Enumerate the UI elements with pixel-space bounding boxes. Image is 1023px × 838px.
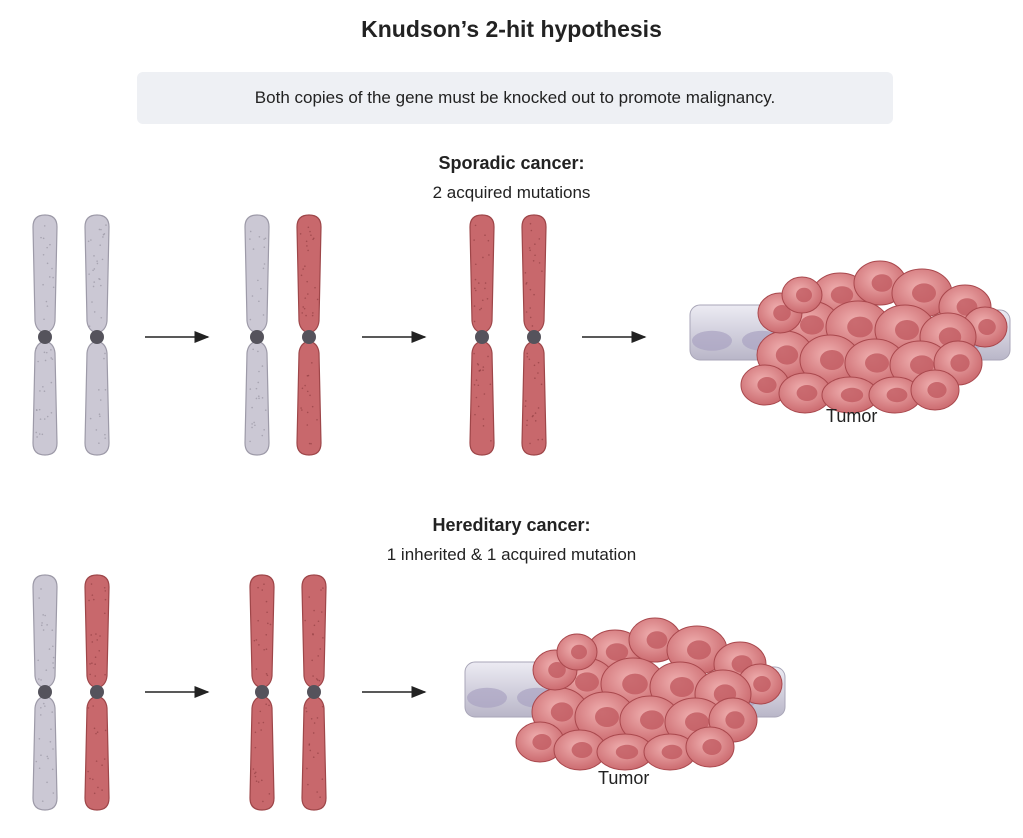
chromosome-upper-arm	[302, 575, 326, 688]
chromosome-upper-arm	[85, 575, 109, 688]
sporadic-stage2-chromosome-mutated	[297, 215, 321, 455]
centromere	[38, 685, 52, 699]
chromosome-lower-arm	[33, 341, 57, 455]
sporadic-stage2-chromosome-normal	[245, 215, 269, 455]
chromosome-lower-arm	[470, 341, 494, 455]
chromosome-upper-arm	[250, 575, 274, 688]
tumor-cell	[911, 370, 959, 410]
sporadic-stage1-chromosome-normal	[85, 215, 109, 455]
chromosome-upper-arm	[33, 575, 57, 688]
centromere	[90, 330, 104, 344]
chromosome-lower-arm	[302, 696, 326, 810]
hereditary-stage2-chromosome-mutated	[302, 575, 326, 810]
hereditary-tumor-label: Tumor	[598, 768, 649, 789]
centromere	[527, 330, 541, 344]
centromere	[307, 685, 321, 699]
chromosome-upper-arm	[33, 215, 57, 333]
centromere	[255, 685, 269, 699]
centromere	[250, 330, 264, 344]
chromosome-upper-arm	[470, 215, 494, 333]
hereditary-stage2-chromosome-mutated	[250, 575, 274, 810]
chromosome-lower-arm	[297, 341, 321, 455]
chromosome-upper-arm	[522, 215, 546, 333]
chromosome-lower-arm	[85, 696, 109, 810]
sporadic-stage1-chromosome-normal	[33, 215, 57, 455]
hereditary-tumor-illustration	[465, 618, 785, 770]
centromere	[38, 330, 52, 344]
sporadic-stage3-chromosome-mutated	[522, 215, 546, 455]
chromosome-lower-arm	[250, 696, 274, 810]
hereditary-stage1-chromosome-mutated	[85, 575, 109, 810]
sporadic-tumor-label: Tumor	[826, 406, 877, 427]
centromere	[475, 330, 489, 344]
tumor-cell	[557, 634, 597, 670]
chromosome-upper-arm	[297, 215, 321, 333]
tumor-cell	[782, 277, 822, 313]
centromere	[90, 685, 104, 699]
sporadic-tumor-illustration	[690, 261, 1010, 413]
centromere	[302, 330, 316, 344]
sporadic-stage3-chromosome-mutated	[470, 215, 494, 455]
chromosome-lower-arm	[522, 341, 546, 455]
tumor-cell	[686, 727, 734, 767]
chromosome-upper-arm	[245, 215, 269, 333]
hereditary-stage1-chromosome-normal	[33, 575, 57, 810]
